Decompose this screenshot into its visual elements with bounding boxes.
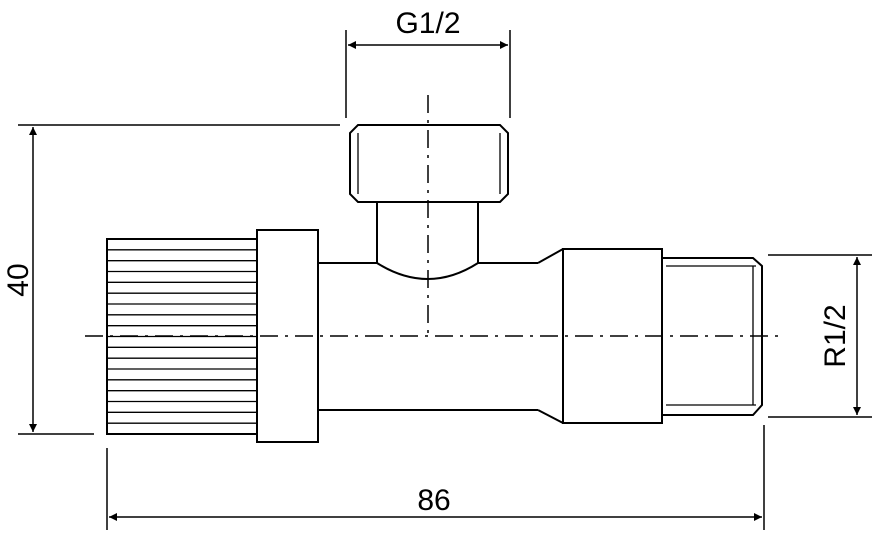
dimension-label-right-thread: R1/2 <box>819 304 852 367</box>
dimension-top-thread: G1/2 <box>345 7 511 118</box>
dimension-length: 86 <box>106 425 765 530</box>
dimension-right-thread: R1/2 <box>768 254 872 418</box>
dimension-label-length: 86 <box>417 484 450 517</box>
top-outlet <box>349 124 509 263</box>
dimension-label-height: 40 <box>2 263 35 296</box>
dimension-height: 40 <box>2 124 340 435</box>
outlet-thread <box>661 257 763 416</box>
ring-nut <box>256 229 319 443</box>
dimension-label-top-thread: G1/2 <box>395 7 460 40</box>
center-lines <box>85 95 783 338</box>
